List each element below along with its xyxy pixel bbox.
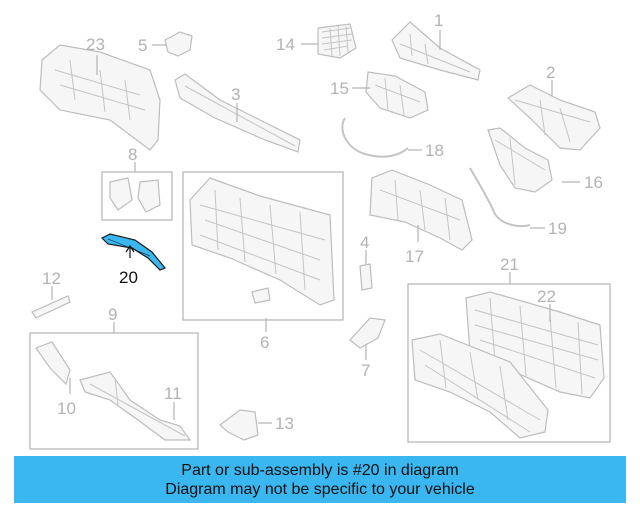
callout-15[interactable]: 15	[330, 79, 349, 98]
callout-1[interactable]: 1	[434, 11, 443, 30]
part-3: 3	[174, 73, 301, 153]
callout-2[interactable]: 2	[546, 63, 555, 82]
part-19: 19	[469, 167, 567, 238]
callout-11[interactable]: 11	[164, 384, 182, 403]
callout-7[interactable]: 7	[361, 361, 370, 380]
part-22: 22	[537, 287, 556, 322]
part-10: 10	[57, 378, 76, 418]
part-17: 17	[369, 169, 473, 266]
callout-20[interactable]: 20	[119, 268, 138, 287]
callout-18[interactable]: 18	[425, 141, 444, 160]
part-2: 2	[506, 63, 601, 151]
callout-13[interactable]: 13	[275, 414, 294, 433]
part-9: 9	[29, 305, 199, 450]
banner-line-1: Part or sub-assembly is #20 in diagram	[181, 462, 459, 479]
part-7: 7	[349, 317, 386, 380]
part-16: 16	[487, 127, 603, 193]
callout-12[interactable]: 12	[42, 269, 61, 288]
callout-4[interactable]: 4	[360, 233, 369, 252]
part-12: 12	[31, 269, 71, 319]
part-23: 23	[39, 35, 161, 151]
part-6: 6	[182, 171, 344, 352]
callout-3[interactable]: 3	[231, 85, 240, 104]
callout-17[interactable]: 17	[405, 247, 424, 266]
part-5: 5	[138, 31, 193, 57]
callout-14[interactable]: 14	[276, 35, 295, 54]
part-15: 15	[330, 71, 429, 119]
callout-16[interactable]: 16	[584, 173, 603, 192]
banner-line-2: Diagram may not be specific to your vehi…	[165, 481, 475, 498]
info-banner: Part or sub-assembly is #20 in diagram D…	[14, 456, 626, 503]
part-21: 21	[407, 255, 611, 443]
part-18: 18	[341, 117, 444, 160]
part-4: 4	[359, 233, 373, 291]
callout-9[interactable]: 9	[108, 305, 117, 324]
callout-23[interactable]: 23	[86, 35, 105, 54]
part-8: 8	[101, 145, 173, 221]
parts-diagram: 23 5 14 1 15 3 2	[29, 11, 611, 450]
callout-21[interactable]: 21	[500, 255, 519, 274]
callout-5[interactable]: 5	[138, 36, 147, 55]
callout-6[interactable]: 6	[260, 333, 269, 352]
part-11: 11	[164, 384, 182, 420]
part-13: 13	[219, 409, 294, 441]
callout-10[interactable]: 10	[57, 399, 76, 418]
callout-8[interactable]: 8	[128, 145, 137, 164]
part-1: 1	[391, 11, 481, 81]
part-20-highlighted[interactable]: 20	[100, 233, 166, 287]
callout-22[interactable]: 22	[537, 287, 556, 306]
callout-19[interactable]: 19	[548, 219, 567, 238]
part-14: 14	[276, 23, 357, 59]
